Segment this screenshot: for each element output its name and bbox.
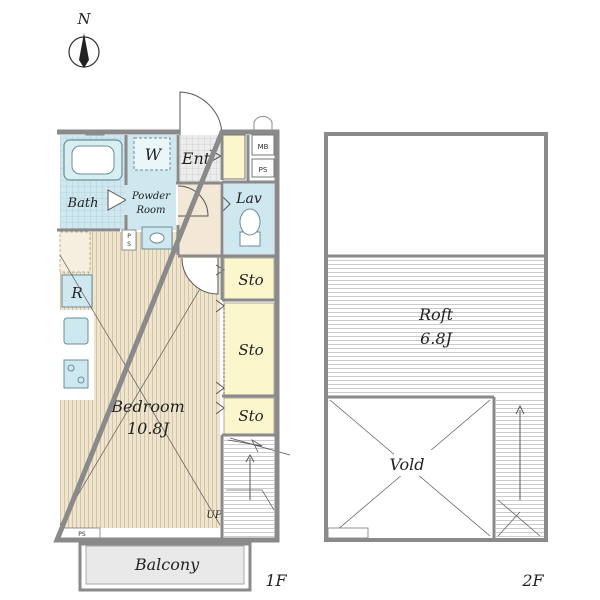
staircase-1f: UP xyxy=(206,437,291,537)
pipe-space xyxy=(251,158,275,178)
compass-north-label: N xyxy=(76,10,91,28)
svg-text:S: S xyxy=(127,241,131,248)
meter-box xyxy=(251,134,275,156)
storage-3-label: Sto xyxy=(238,407,263,425)
svg-text:PS: PS xyxy=(78,531,86,538)
fridge-space xyxy=(61,274,93,308)
svg-text:P: P xyxy=(127,233,131,240)
loft-label: Roft xyxy=(418,305,454,324)
pipe-space-small xyxy=(121,229,137,251)
stair-2f-arrow-icon xyxy=(515,404,525,415)
stove-icon xyxy=(63,359,89,389)
powder-room-label-2: Room xyxy=(135,205,165,216)
storage-3 xyxy=(223,397,275,435)
floor-2-interior-walls xyxy=(326,254,546,540)
powder-room-door xyxy=(177,185,209,217)
svg-text:MB: MB xyxy=(258,143,269,151)
shoe-cabinet xyxy=(220,134,246,180)
storage-1 xyxy=(223,257,275,301)
toilet-icon xyxy=(239,208,261,236)
stair-up-arrow-icon xyxy=(245,453,255,463)
floor-1: R Bath W Powder Room P S Ent xyxy=(53,91,291,592)
powder-room-label-1: Powder xyxy=(131,191,171,202)
entry-step xyxy=(59,231,91,273)
bath-door xyxy=(107,189,128,211)
storage-1-label: Sto xyxy=(238,271,263,289)
sink-icon xyxy=(63,317,89,345)
floor-1-interior-walls xyxy=(57,135,277,540)
floor-1-outer-wall xyxy=(53,129,280,543)
staircase-2f xyxy=(496,398,544,538)
compass: N xyxy=(68,10,100,68)
svg-text:PS: PS xyxy=(259,166,268,174)
north-arrow-icon xyxy=(79,33,89,68)
entrance-door xyxy=(179,91,223,136)
bedroom-diagonal-2 xyxy=(59,254,221,526)
floor-1-label: 1F xyxy=(265,571,287,590)
stair-up-label: UP xyxy=(206,510,221,521)
bath-label: Bath xyxy=(67,196,99,211)
floor-2: Roft 6.8J Vold 2F xyxy=(324,132,548,590)
bedroom-label: Bedroom xyxy=(110,397,185,416)
lavatory-label: Lav xyxy=(235,191,262,207)
floor-2-outer-wall xyxy=(324,132,548,542)
storage-2-label: Sto xyxy=(238,341,263,359)
bedroom-door xyxy=(181,257,219,295)
washer-space xyxy=(133,137,171,171)
floor-2-label: 2F xyxy=(521,571,544,590)
loft-floor xyxy=(328,258,544,396)
fridge-label: R xyxy=(70,284,82,302)
storage-2 xyxy=(223,302,275,396)
void-label: Vold xyxy=(389,455,424,474)
loft-size-label: 6.8J xyxy=(420,329,453,348)
balcony-label: Balcony xyxy=(134,555,200,574)
entrance-label: Ent xyxy=(181,149,211,168)
washer-label: W xyxy=(145,145,163,164)
bedroom-size-label: 10.8J xyxy=(127,419,171,438)
